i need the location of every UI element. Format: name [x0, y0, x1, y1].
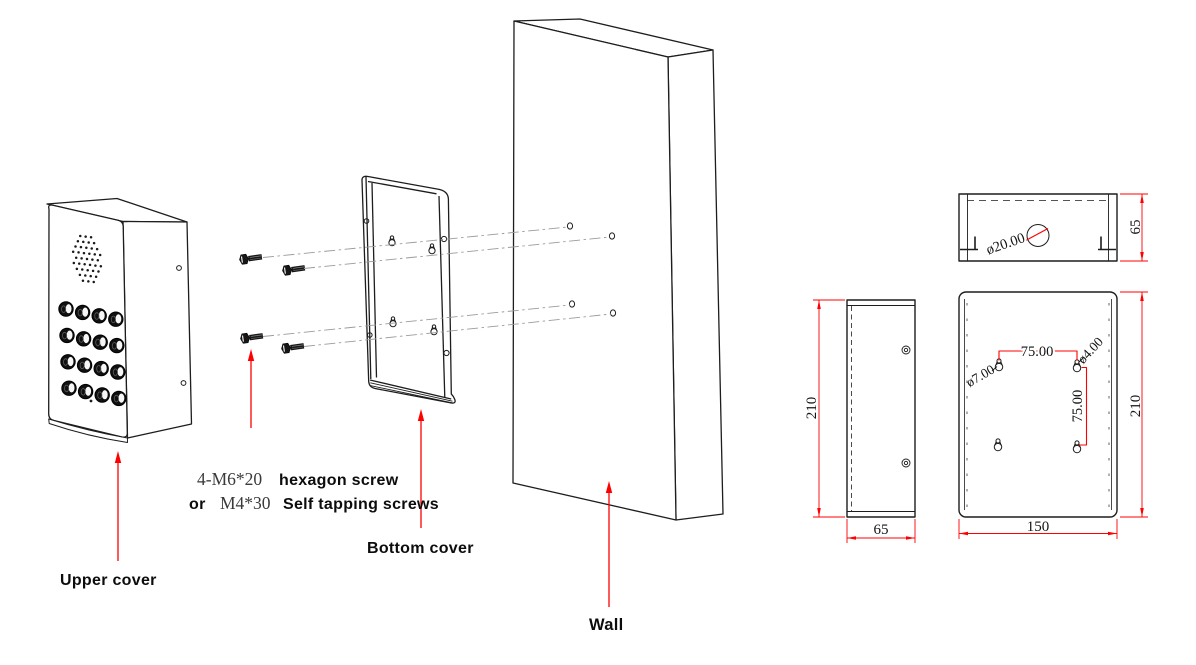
side-view-depth-dim: [846, 519, 916, 543]
callout-arrows: [114, 349, 613, 607]
side-view-height-value: 210: [804, 397, 820, 420]
hole-spacing-v-value: 75.00: [1070, 390, 1086, 423]
front-view-height-value: 210: [1128, 395, 1144, 418]
dimension-arrowheads: [817, 194, 1144, 540]
callout-labels: Upper cover Bottom cover Wall 4-M6*20 he…: [60, 469, 624, 634]
bottom-cover-drawing: [361, 175, 456, 404]
screw-spec-text-1: hexagon screw: [279, 472, 399, 489]
top-view: ø20.00 65: [958, 193, 1148, 262]
top-view-notches: [960, 236, 1116, 251]
top-view-depth-value: 65: [1128, 220, 1144, 235]
screw-spec-code-2: M4*30: [220, 493, 271, 513]
top-view-hole: [1026, 224, 1050, 247]
screws-arrow: [247, 349, 255, 428]
keypad: [58, 301, 127, 407]
mounting-screws: [239, 253, 306, 354]
front-view-width-value: 150: [1027, 519, 1050, 535]
dimension-drawings: ø20.00 65 21: [804, 193, 1148, 543]
side-view: 210 65: [804, 299, 916, 543]
screw-spec-text-2: Self tapping screws: [283, 496, 439, 513]
bottom-cover-arrow: [417, 409, 425, 528]
side-view-height-dim: [813, 299, 845, 518]
upper-cover-side-holes: [176, 265, 187, 386]
wall-label: Wall: [589, 616, 624, 634]
upper-cover-arrow: [114, 451, 122, 561]
wall-mounting-holes: [566, 222, 617, 317]
side-view-holes: [901, 345, 911, 468]
wall-drawing: [512, 18, 724, 521]
hole-spacing-v-dim: [1079, 366, 1088, 446]
side-view-depth-value: 65: [874, 522, 889, 538]
alignment-guides: [262, 226, 612, 347]
exploded-assembly: Upper cover Bottom cover Wall 4-M6*20 he…: [46, 18, 724, 634]
bottom-cover-label: Bottom cover: [367, 540, 474, 557]
microphone-hole: [89, 399, 93, 403]
front-view-height-dim: [1120, 291, 1148, 518]
hole-spacing-h-value: 75.00: [1021, 344, 1054, 360]
screw-spec-code-1: 4-M6*20: [197, 469, 262, 489]
wall-arrow: [605, 481, 613, 607]
upper-cover-label: Upper cover: [60, 572, 157, 589]
screw-spec-or: or: [189, 496, 206, 513]
hole-spacing-h-dim: [998, 350, 1078, 361]
upper-cover-drawing: [46, 197, 193, 443]
speaker-grille: [71, 234, 103, 284]
top-view-depth-dim: [1120, 193, 1148, 262]
front-view: 75.00 75.00 ø7.00 ø4.00 210 150: [958, 291, 1148, 539]
front-view-width-dim: [958, 519, 1118, 539]
